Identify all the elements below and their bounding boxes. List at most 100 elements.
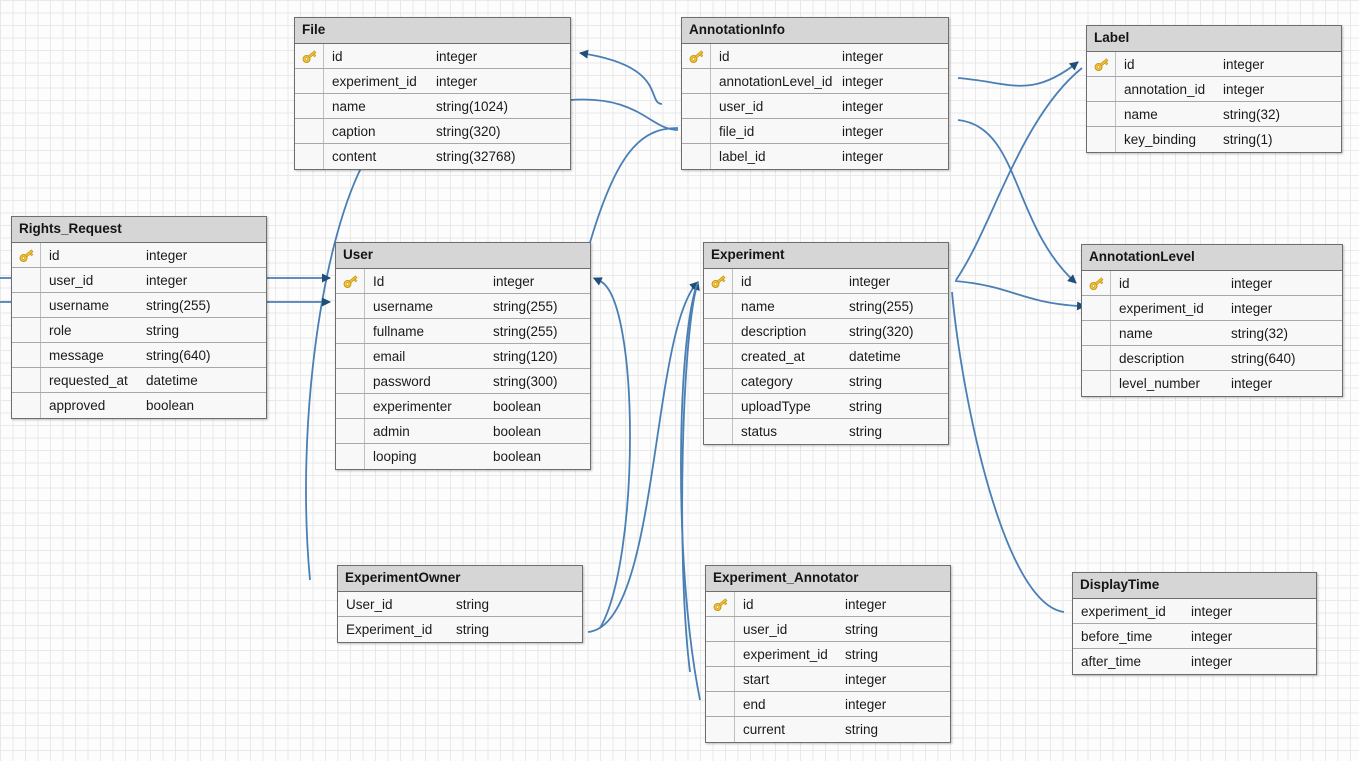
- attribute-key-cell: [704, 294, 733, 318]
- attribute-name: experiment_id: [1119, 300, 1204, 316]
- attribute-key-cell: [1082, 371, 1111, 396]
- attribute-name: name: [741, 298, 775, 314]
- attribute-key-cell: [682, 144, 711, 169]
- attribute-name: username: [49, 297, 110, 313]
- attribute-name: current: [743, 722, 786, 737]
- attribute-row[interactable]: end integer: [706, 692, 950, 717]
- attribute-name: content: [332, 149, 377, 164]
- attribute-key-cell: [12, 318, 41, 342]
- attribute-key-cell: [682, 69, 711, 93]
- attribute-type: string(640): [146, 347, 211, 363]
- attribute-type: string(1): [1223, 132, 1273, 147]
- attribute-name: name: [1124, 106, 1158, 122]
- attribute-type: integer: [146, 272, 188, 288]
- attribute-name: admin: [373, 423, 410, 439]
- attribute-name: label_id: [719, 149, 766, 164]
- edge-annotationinfo-annotationlevel: [957, 119, 1077, 284]
- primary-key-icon: [706, 592, 735, 616]
- attribute-type: integer: [436, 48, 478, 64]
- edge-label-experiment: [955, 67, 1083, 281]
- attribute-key-cell: [12, 268, 41, 292]
- attribute-key-cell: [336, 444, 365, 469]
- attribute-type: integer: [1223, 81, 1265, 97]
- attribute-row[interactable]: password string(300): [336, 369, 590, 394]
- attribute-name: experiment_id: [332, 73, 417, 89]
- attribute-type: string(255): [493, 298, 558, 314]
- attribute-type: integer: [845, 696, 887, 712]
- attribute-key-cell: [1087, 127, 1116, 152]
- attribute-type: integer: [1191, 628, 1233, 644]
- attribute-name: password: [373, 373, 431, 389]
- attribute-name: end: [743, 696, 766, 712]
- entity-title-file: File: [295, 18, 570, 44]
- attribute-key-cell: [295, 119, 324, 143]
- attribute-type: integer: [1191, 654, 1233, 669]
- entity-title-rights_request: Rights_Request: [12, 217, 266, 243]
- attribute-type: integer: [146, 247, 188, 263]
- attribute-type: boolean: [493, 398, 542, 414]
- attribute-type: string(300): [493, 373, 558, 389]
